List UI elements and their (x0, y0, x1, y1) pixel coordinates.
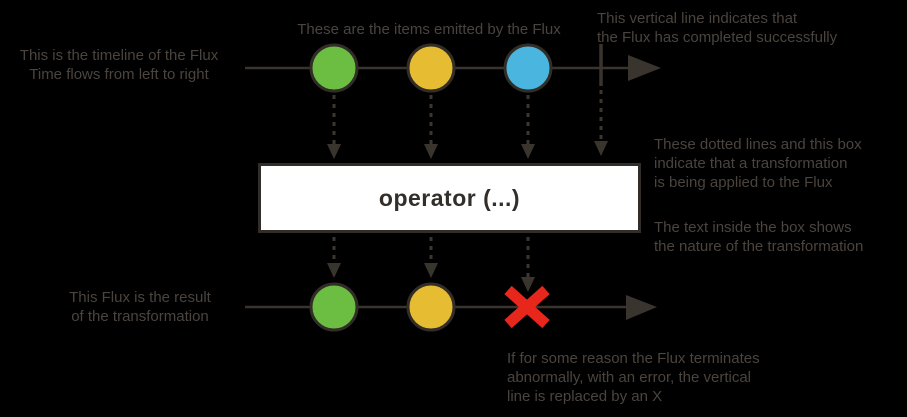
source-timeline-arrowhead-icon (628, 55, 661, 81)
result-item-yellow (406, 282, 456, 332)
annotation-items-emitted: These are the items emitted by the Flux (297, 21, 561, 38)
operator-box: operator (...) (258, 163, 641, 233)
dotted-arrowhead-1-icon (327, 144, 341, 159)
source-item-yellow (406, 43, 456, 93)
error-x-stroke-2 (504, 285, 550, 329)
annotation-error: If for some reason the Flux terminates a… (507, 350, 760, 405)
dotted-arrowhead-error-icon (521, 277, 535, 292)
error-x-icon (504, 285, 550, 329)
result-item-green (309, 282, 359, 332)
dotted-arrowhead-3-icon (521, 144, 535, 159)
source-item-blue (503, 43, 553, 93)
annotation-complete: This vertical line indicates that the Fl… (597, 10, 838, 46)
dotted-arrowhead-2-icon (424, 144, 438, 159)
operator-label: operator (...) (378, 184, 521, 211)
annotation-result: This Flux is the result of the transform… (69, 289, 211, 325)
dotted-arrowhead-4-icon (327, 263, 341, 278)
result-timeline-arrowhead-icon (626, 295, 657, 320)
dotted-arrowhead-complete-icon (594, 141, 608, 156)
dotted-arrowhead-5-icon (424, 263, 438, 278)
source-item-green (309, 43, 359, 93)
annotation-box-text: The text inside the box shows the nature… (654, 219, 864, 255)
annotation-transformation: These dotted lines and this box indicate… (654, 136, 862, 191)
annotation-timeline: This is the timeline of the Flux Time fl… (19, 47, 219, 83)
